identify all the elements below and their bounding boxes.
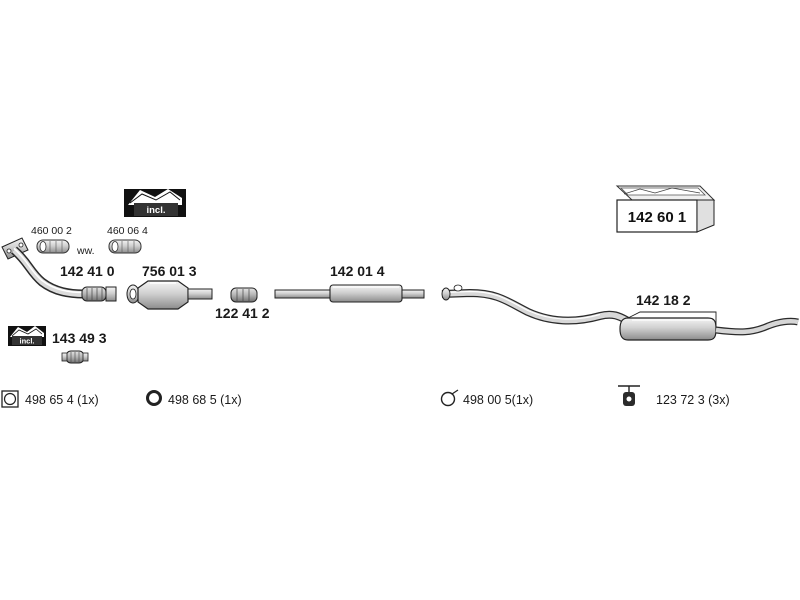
ww-note: ww. [76,245,95,257]
clamp-ring-icon [440,389,459,407]
incl-label-left: incl. [19,337,34,346]
mounting-kit-part-number: 143 49 3 [52,330,107,346]
legend-item-label: 123 72 3 (3x) [656,393,730,407]
incl-kit-badge-top: incl. [124,189,186,217]
connector-pipe [230,287,258,303]
rear-silencer-part-number: 142 18 2 [636,292,691,308]
square-gasket-icon [1,390,19,408]
catalytic-converter [126,280,213,310]
gasket-b-part-number: 460 06 4 [107,225,148,237]
middle-silencer [274,284,425,303]
legend-item-label: 498 68 5 (1x) [168,393,242,407]
legend-item-label: 498 00 5(1x) [463,393,533,407]
incl-kit-badge-left: incl. [8,326,46,346]
catalyst-part-number: 756 01 3 [142,263,197,279]
incl-label-top: incl. [146,205,165,216]
mounting-kit-gasket-icon [61,350,89,364]
front-pipe [1,237,117,302]
legend-item-label: 498 65 4 (1x) [25,393,99,407]
mounting-kit-box: 142 60 1 [615,185,716,233]
connector-part-number: 122 41 2 [215,305,270,321]
middle-silencer-part-number: 142 01 4 [330,263,385,279]
rubber-hanger-icon [618,385,640,406]
gasket-a-part-number: 460 00 2 [31,225,72,237]
ring-gasket-icon [146,390,162,406]
rear-silencer [441,284,799,341]
legend: 498 65 4 (1x) 498 68 5 (1x) 498 00 5(1x)… [1,385,730,408]
front-pipe-part-number: 142 41 0 [60,263,115,279]
kit-box-part-number: 142 60 1 [628,209,686,226]
gasket-a-icon [36,239,70,254]
gasket-b-icon [108,239,142,254]
